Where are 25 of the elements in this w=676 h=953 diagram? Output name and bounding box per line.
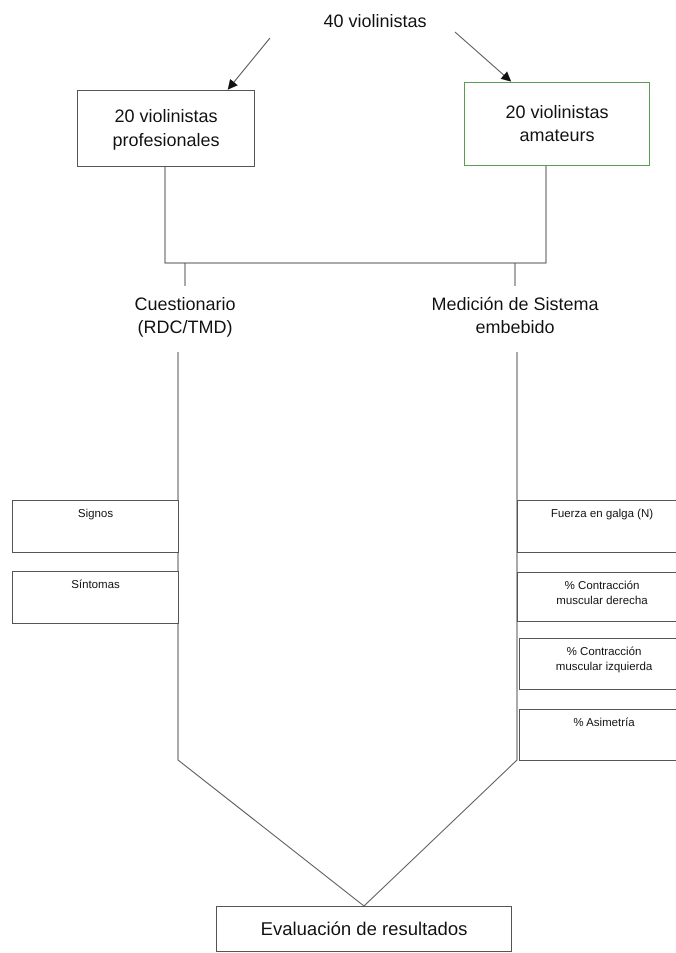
process-box (77, 90, 255, 167)
box-label: % Asimetría (573, 716, 635, 731)
process-box (216, 906, 512, 952)
box-label: % Contracción muscular derecha (555, 579, 649, 609)
process-box (517, 500, 676, 553)
box-label: Signos (78, 507, 114, 522)
box-label: 20 violinistas amateurs (504, 100, 610, 147)
process-box (464, 82, 650, 166)
arrow (228, 38, 270, 90)
arrow (454, 32, 512, 82)
box-label: Evaluación de resultados (260, 916, 468, 941)
node-label: Medición de Sistema embebido (430, 292, 600, 339)
box-label: Síntomas (71, 578, 120, 593)
connector-line (364, 352, 518, 906)
process-box (519, 638, 676, 690)
node-label: Cuestionario (RDC/TMD) (133, 292, 237, 339)
connector-line (164, 166, 546, 286)
box-label: 20 violinistas profesionales (111, 105, 221, 152)
box-label: Fuerza en galga (N) (550, 507, 654, 522)
process-box (12, 500, 179, 553)
process-box (519, 709, 676, 761)
box-label: % Contracción muscular izquierda (554, 645, 654, 675)
node-label: 40 violinistas (323, 10, 427, 34)
process-box (12, 571, 179, 624)
process-box (517, 572, 676, 622)
